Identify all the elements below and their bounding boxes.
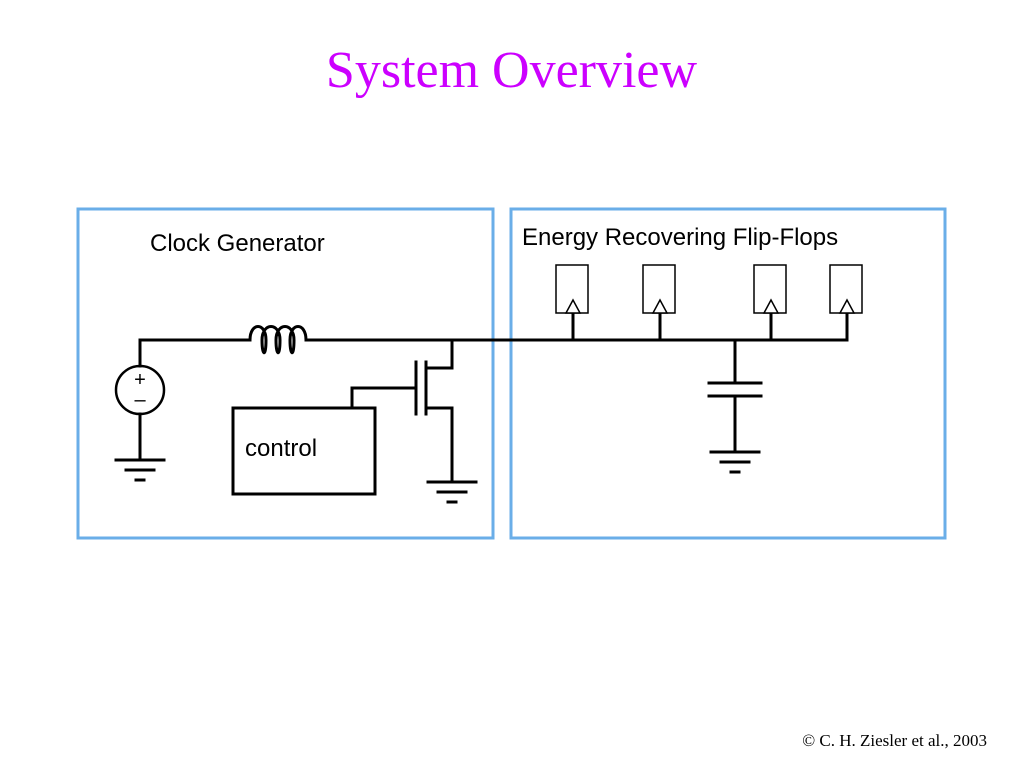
inductor-icon — [242, 325, 314, 355]
flip-flop-icon — [555, 264, 589, 314]
clock-generator-label: Clock Generator — [150, 230, 325, 257]
slide-title: System Overview — [325, 42, 698, 99]
clock-generator-block — [76, 207, 495, 540]
copyright-notice: © C. H. Ziesler et al., 2003 — [802, 731, 987, 750]
control-label: control — [245, 435, 317, 462]
ground-icon — [709, 450, 761, 474]
flip-flop-icon — [642, 264, 676, 314]
flip-flop-icon — [753, 264, 787, 314]
source-plus-symbol: + — [134, 369, 146, 391]
flip-flops-block — [509, 207, 947, 540]
ground-icon — [114, 458, 166, 482]
flip-flop-icon — [829, 264, 863, 314]
flip-flops-label: Energy Recovering Flip-Flops — [522, 224, 838, 251]
nmos-transistor-icon — [414, 338, 454, 484]
control-box — [231, 406, 377, 496]
ground-icon — [426, 480, 478, 504]
source-minus-symbol: – — [134, 389, 146, 411]
capacitor-icon — [707, 381, 763, 398]
